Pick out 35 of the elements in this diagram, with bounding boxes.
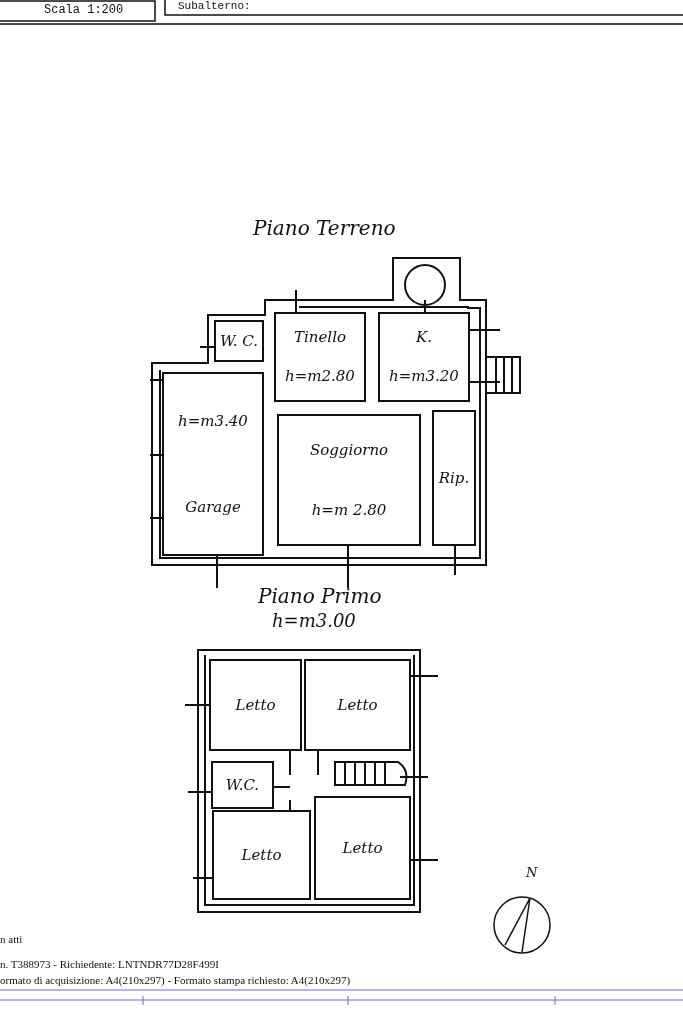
field-label: Subalterno: [178, 1, 251, 13]
scale-text: Scala 1:200 [44, 4, 124, 17]
room-label: Rip. [438, 469, 470, 487]
room-label: h=m 2.80 [311, 501, 387, 519]
room-outline [304, 659, 411, 751]
footer-text: n. T388973 - Richiedente: LNTNDR77D28F499I [0, 959, 219, 971]
room-outline [162, 372, 264, 556]
room-outline [432, 410, 476, 546]
room-label: W.C. [225, 776, 260, 794]
room-outline [214, 320, 264, 362]
room-label: h=m2.80 [285, 368, 355, 385]
room-outline [212, 810, 311, 900]
room-label: h=m3.40 [178, 412, 248, 430]
room-outline [314, 796, 411, 900]
room-label: Letto [235, 696, 276, 714]
room-outline [209, 659, 302, 751]
room-label: Letto [241, 846, 282, 864]
room-label: Soggiorno [309, 441, 389, 459]
room-outline [274, 312, 366, 402]
height-note: h=m3.00 [272, 612, 356, 631]
room-outline [211, 761, 274, 809]
room-label: Tinello [294, 329, 346, 346]
room-label: Garage [185, 498, 241, 516]
room-label: h=m3.20 [389, 368, 459, 385]
room-label: Letto [337, 696, 378, 714]
room-outline [378, 312, 470, 402]
floor-title: Piano Terreno [253, 218, 396, 239]
room-outline [277, 414, 421, 546]
room-label: K. [416, 329, 432, 346]
footer-text: n atti [0, 934, 23, 946]
room-label: Letto [342, 839, 383, 857]
north-label: N [526, 866, 538, 880]
floor-title: Piano Primo [258, 586, 382, 607]
room-label: W. C. [219, 332, 258, 350]
footer-text: ormato di acquisizione: A4(210x297) - Formato stampa richiesto: A4(210x297) [0, 975, 351, 987]
